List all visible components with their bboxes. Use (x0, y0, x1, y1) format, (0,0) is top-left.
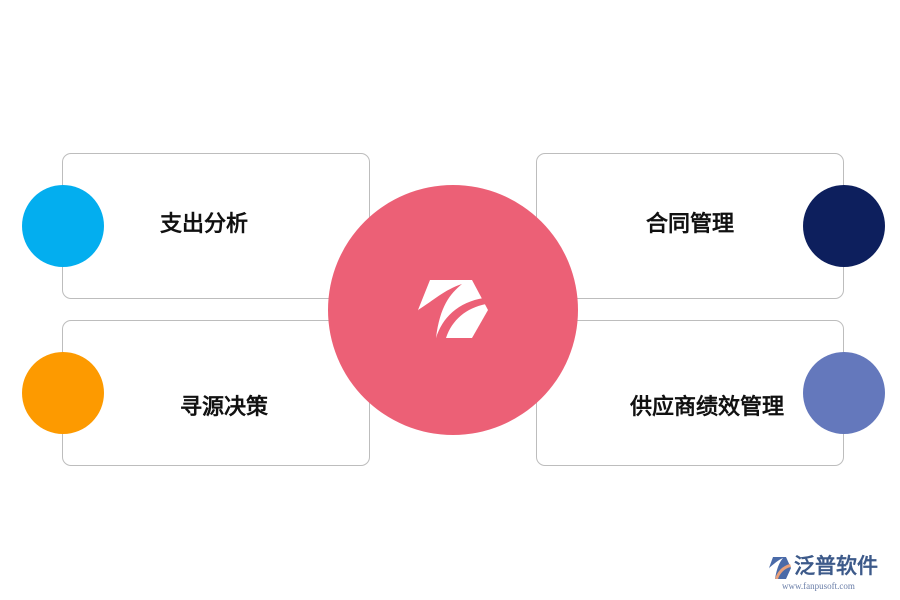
fanpu-logo-icon (418, 280, 488, 338)
card-label-supplier-performance: 供应商绩效管理 (630, 395, 785, 420)
dot-spend-analysis (22, 185, 104, 267)
dot-supplier-performance (803, 352, 885, 434)
card-label-sourcing-decision: 寻源决策 (180, 395, 269, 420)
dot-sourcing-decision (22, 352, 104, 434)
card-label-spend-analysis: 支出分析 (160, 212, 249, 237)
card-spend-analysis (62, 153, 370, 299)
card-contract-management (536, 153, 844, 299)
brand-name: 泛普软件 (794, 554, 878, 578)
fanpu-logo-icon (769, 557, 791, 579)
card-sourcing-decision (62, 320, 370, 466)
brand-watermark: 泛普软件 www.fanpusoft.com (768, 554, 890, 594)
dot-contract-management (803, 185, 885, 267)
center-hub (328, 185, 578, 435)
brand-url: www.fanpusoft.com (782, 581, 855, 591)
card-label-contract-management: 合同管理 (646, 212, 735, 237)
card-supplier-performance (536, 320, 844, 466)
